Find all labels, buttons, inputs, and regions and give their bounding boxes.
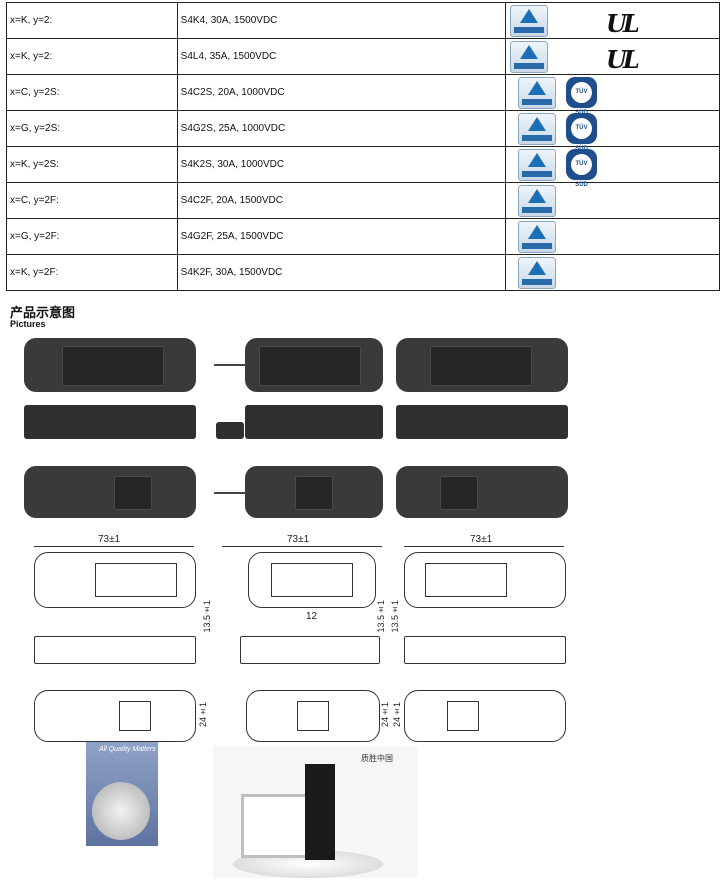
table-row: x=K, y=2F:S4K2F, 30A, 1500VDC bbox=[6, 254, 721, 291]
dim-height-a: 13.5±1 bbox=[202, 600, 212, 633]
model-spec: S4L4, 35A, 1500VDC bbox=[176, 38, 506, 75]
photo-bottom-right bbox=[396, 466, 568, 518]
model-spec: S4C2F, 20A, 1500VDC bbox=[176, 182, 506, 219]
cert-cell: TÜV SÜD bbox=[504, 110, 721, 152]
tuv-rheinland-icon bbox=[517, 221, 556, 253]
tuv-rheinland-icon bbox=[517, 77, 556, 109]
table-row: x=G, y=2S:S4G2S, 25A, 1000VDC TÜV SÜD bbox=[6, 110, 721, 152]
section-title-en: Pictures bbox=[10, 319, 46, 329]
cert-cell: TÜV SÜD bbox=[504, 74, 721, 116]
award-display: 质胜中国 bbox=[213, 746, 418, 878]
model-spec: S4G2F, 25A, 1500VDC bbox=[176, 218, 506, 255]
ul-icon: UL bbox=[605, 45, 640, 74]
photo-side-stub bbox=[216, 422, 244, 439]
drawing-side-right bbox=[404, 636, 566, 664]
dim-height-c: 13.5±1 bbox=[390, 600, 400, 633]
table-row: x=C, y=2S:S4C2S, 20A, 1000VDC TÜV SÜD bbox=[6, 74, 721, 116]
dim-width-middle: 73±1 bbox=[287, 534, 310, 545]
tuv-rheinland-icon bbox=[517, 185, 556, 217]
award-badge: All Quality Matters bbox=[86, 742, 158, 846]
dim-depth-a: 24±1 bbox=[198, 702, 208, 728]
tuv-rheinland-icon bbox=[517, 113, 556, 145]
photo-side-right bbox=[396, 405, 568, 439]
drawing-top-middle bbox=[248, 552, 376, 608]
dim-pitch: 12 bbox=[306, 611, 318, 622]
model-code: x=K, y=2S: bbox=[6, 146, 178, 183]
tuv-rheinland-icon bbox=[509, 41, 548, 73]
dim-depth-c: 24±1 bbox=[392, 702, 402, 728]
model-code: x=C, y=2F: bbox=[6, 182, 178, 219]
drawing-bottom-right bbox=[404, 690, 566, 742]
cert-cell bbox=[504, 182, 721, 219]
cert-cell: UL bbox=[504, 38, 721, 75]
section-title-cn: 产品示意图 bbox=[10, 305, 76, 320]
model-spec: S4G2S, 25A, 1000VDC bbox=[176, 110, 506, 147]
tuv-sud-icon: TÜV SÜD bbox=[565, 149, 597, 188]
tuv-rheinland-icon bbox=[517, 257, 556, 289]
table-row: x=K, y=2:S4K4, 30A, 1500VDC UL bbox=[6, 2, 721, 39]
cert-cell bbox=[504, 218, 721, 255]
photo-top-middle bbox=[245, 338, 383, 392]
model-code: x=K, y=2: bbox=[6, 38, 178, 75]
table-row: x=C, y=2F:S4C2F, 20A, 1500VDC bbox=[6, 182, 721, 219]
photo-bottom-left bbox=[24, 466, 196, 518]
award-medal-icon bbox=[92, 782, 150, 840]
tuv-rheinland-icon bbox=[517, 149, 556, 181]
drawing-top-right bbox=[404, 552, 566, 608]
table-row: x=K, y=2:S4L4, 35A, 1500VDC UL bbox=[6, 38, 721, 75]
dim-line bbox=[404, 546, 564, 547]
model-code: x=G, y=2S: bbox=[6, 110, 178, 147]
certificate-frame bbox=[241, 794, 309, 858]
cable-tie bbox=[214, 364, 246, 366]
table-row: x=G, y=2F:S4G2F, 25A, 1500VDC bbox=[6, 218, 721, 255]
model-spec: S4C2S, 20A, 1000VDC bbox=[176, 74, 506, 111]
model-spec: S4K2F, 30A, 1500VDC bbox=[176, 254, 506, 291]
photo-side-middle bbox=[245, 405, 383, 439]
model-spec: S4K4, 30A, 1500VDC bbox=[176, 2, 506, 39]
cert-cell: UL bbox=[504, 2, 721, 39]
trophy-icon bbox=[305, 764, 335, 860]
cert-cell bbox=[504, 254, 721, 291]
model-code: x=K, y=2F: bbox=[6, 254, 178, 291]
dim-line bbox=[222, 546, 382, 547]
model-code: x=C, y=2S: bbox=[6, 74, 178, 111]
award-badge-text: All Quality Matters bbox=[99, 746, 156, 753]
drawing-bottom-middle bbox=[246, 690, 380, 742]
dim-depth-b: 24±1 bbox=[380, 702, 390, 728]
cert-cell: TÜV SÜD bbox=[504, 146, 721, 188]
drawing-side-middle bbox=[240, 636, 380, 664]
dim-width-left: 73±1 bbox=[98, 534, 121, 545]
photo-bottom-middle bbox=[245, 466, 383, 518]
tuv-sud-icon: TÜV SÜD bbox=[565, 77, 597, 116]
tuv-sud-icon: TÜV SÜD bbox=[565, 113, 597, 152]
model-code: x=K, y=2: bbox=[6, 2, 178, 39]
dim-width-right: 73±1 bbox=[470, 534, 493, 545]
photo-side-left bbox=[24, 405, 196, 439]
drawing-top-left bbox=[34, 552, 196, 608]
tuv-rheinland-icon bbox=[509, 5, 548, 37]
dim-line bbox=[34, 546, 194, 547]
photo-top-right bbox=[396, 338, 568, 392]
dim-height-b: 13.5±1 bbox=[376, 600, 386, 633]
award-banner-text: 质胜中国 bbox=[361, 754, 393, 763]
table-row: x=K, y=2S:S4K2S, 30A, 1000VDC TÜV SÜD bbox=[6, 146, 721, 188]
cable-tie bbox=[214, 492, 246, 494]
ul-icon: UL bbox=[605, 9, 640, 38]
drawing-bottom-left bbox=[34, 690, 196, 742]
photo-top-left bbox=[24, 338, 196, 392]
drawing-side-left bbox=[34, 636, 196, 664]
model-spec: S4K2S, 30A, 1000VDC bbox=[176, 146, 506, 183]
model-code: x=G, y=2F: bbox=[6, 218, 178, 255]
